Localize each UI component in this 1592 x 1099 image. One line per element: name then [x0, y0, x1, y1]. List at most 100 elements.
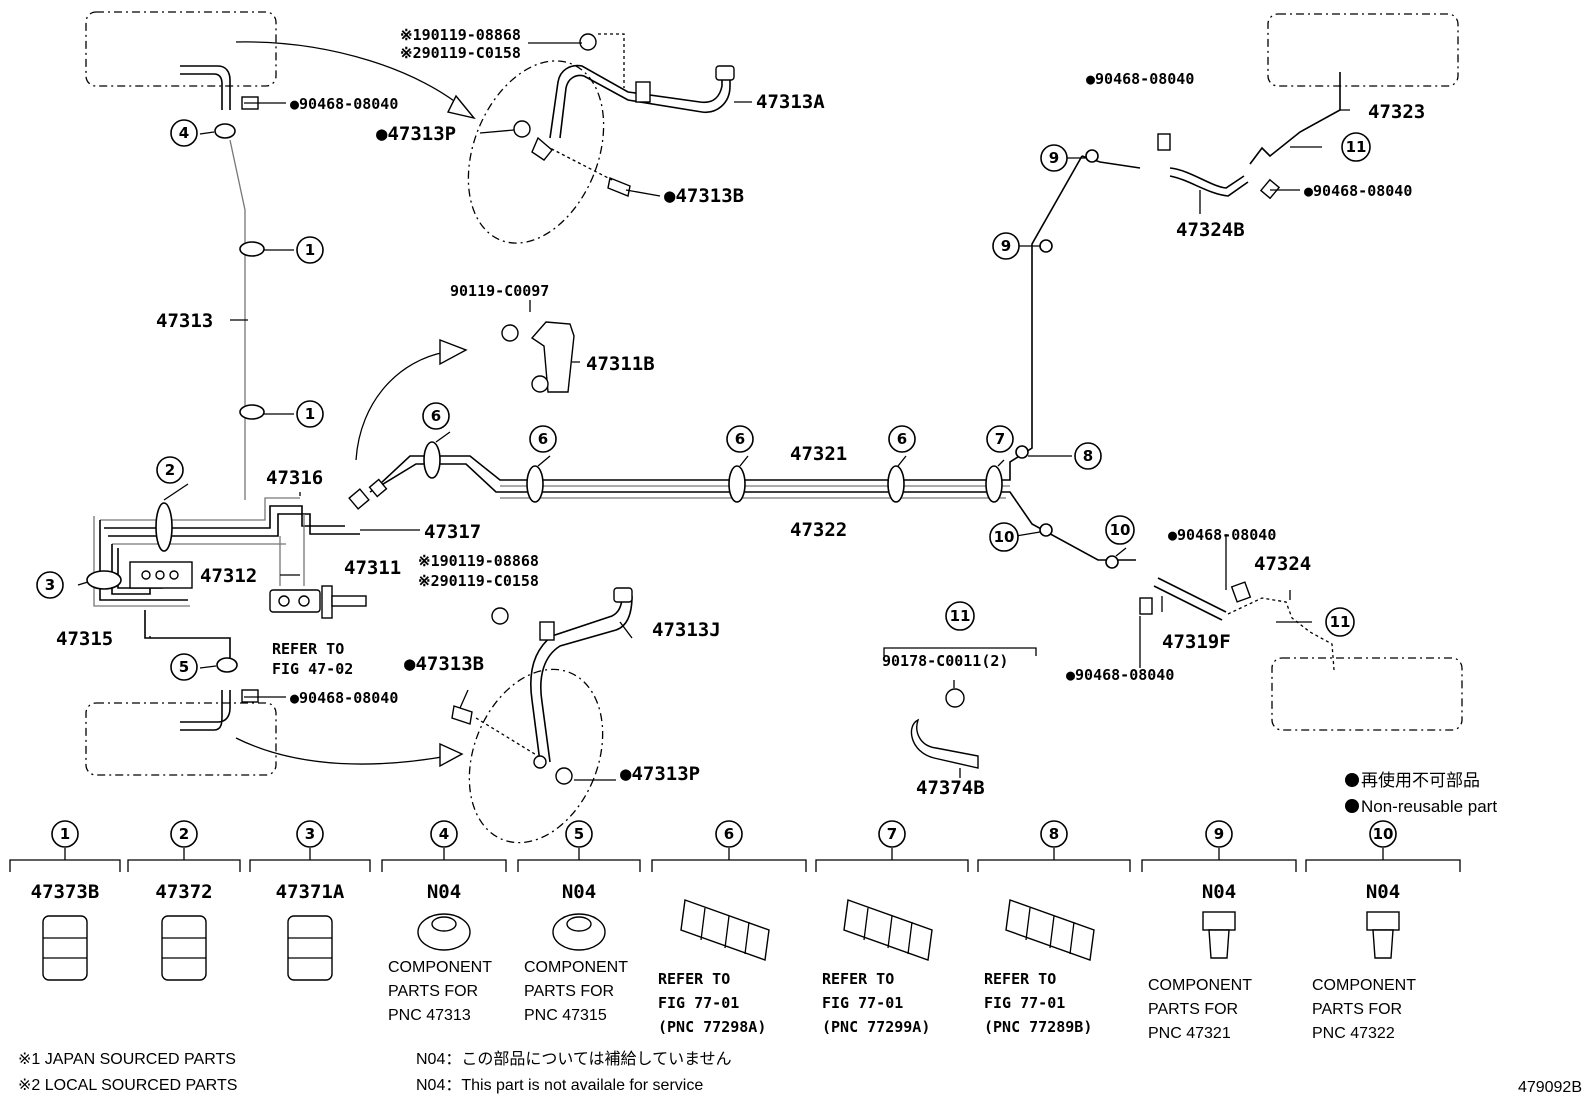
component-bracket — [1305, 848, 1461, 872]
arrow-bottom-head — [439, 742, 464, 768]
callout-9b: 9 — [992, 232, 1020, 260]
component-title: N04 — [1202, 881, 1236, 903]
lead-dash-bot — [475, 717, 539, 757]
component-text: PARTS FOR — [524, 983, 614, 1000]
label-47322: 47322 — [790, 519, 847, 541]
clamp-icon-lines — [43, 937, 87, 959]
grommet-icon-top — [431, 916, 457, 932]
tube-bundle-6 — [93, 516, 190, 607]
svg-text:9: 9 — [1049, 149, 1059, 167]
svg-text:1: 1 — [305, 405, 315, 423]
hose-end-47313J — [613, 587, 633, 603]
label-19011908868-bot: ※190119-08868 — [418, 552, 539, 570]
component-text: REFER TO — [822, 970, 894, 988]
component-callout — [1369, 820, 1397, 848]
clip-90468-bl — [241, 689, 259, 703]
legend-en: ● Non-reusable part — [1346, 797, 1497, 816]
clamp-4 — [214, 123, 236, 139]
label-47311: 47311 — [344, 557, 401, 579]
callout-5: 5 — [170, 653, 198, 681]
clip-icon — [1202, 911, 1236, 931]
bracket-top — [635, 81, 651, 103]
label-90468-r2: ●90468-08040 — [1066, 666, 1174, 684]
label-refer-2: FIG 47-02 — [272, 660, 353, 678]
clip-icon-stem — [1208, 929, 1230, 959]
note-jp: N04：この部品については補給していません — [416, 1050, 732, 1068]
union-47317 — [348, 488, 370, 510]
multi-clamp-icon — [843, 899, 933, 961]
component-callout — [715, 820, 743, 848]
component-text: FIG 77-01 — [822, 994, 903, 1012]
label-47323: 47323 — [1368, 101, 1425, 123]
label-47321: 47321 — [790, 443, 847, 465]
component-callout-number: 9 — [1214, 825, 1224, 843]
hose-47319F — [1157, 577, 1227, 613]
component-callout — [565, 820, 593, 848]
clamp-7 — [985, 465, 1003, 503]
clip-90468-r2 — [1139, 597, 1153, 615]
callout-2: 2 — [156, 456, 184, 484]
tube-47315 — [144, 610, 231, 662]
bolt-19011908868-bot — [491, 607, 509, 625]
svg-text:8: 8 — [1083, 447, 1093, 465]
tube-bundle-1 — [100, 497, 300, 521]
svg-text:2: 2 — [165, 461, 175, 479]
callout-6d: 6 — [888, 425, 916, 453]
component-text: REFER TO — [658, 970, 730, 988]
clamp-icon — [161, 915, 207, 981]
bracket-47311B-bolt2 — [531, 375, 549, 393]
label-47324: 47324 — [1254, 553, 1311, 575]
component-callout-number: 1 — [60, 825, 70, 843]
component-text: (PNC 77298A) — [658, 1018, 766, 1036]
component-callout-number: 4 — [439, 825, 449, 843]
clamp-6-d — [887, 465, 905, 503]
mc-port-2 — [298, 595, 310, 607]
multi-clamp-icon-lines — [863, 907, 913, 955]
component-text: FIG 77-01 — [658, 994, 739, 1012]
clamp-icon-lines — [162, 937, 206, 959]
grommet-icon — [552, 913, 606, 951]
multi-clamp-icon-lines — [700, 907, 750, 955]
callouts-group: 1 1 2 3 4 5 6 6 6 6 7 8 9 9 10 10 11 11 … — [36, 119, 1371, 681]
label-19011908868-top: ※190119-08868 — [400, 26, 521, 44]
component-text: PNC 47322 — [1312, 1025, 1395, 1042]
component-bracket — [1141, 848, 1297, 872]
component-text: PARTS FOR — [388, 983, 478, 1000]
frame-top-right — [1267, 13, 1459, 87]
clamp-10-b — [1105, 555, 1119, 569]
caliper-top — [531, 136, 553, 161]
component-callout — [1205, 820, 1233, 848]
component-text: COMPONENT — [1312, 977, 1416, 994]
label-47313P-top: ●47313P — [376, 123, 456, 145]
svg-text:11: 11 — [1330, 613, 1351, 631]
component-callout — [51, 820, 79, 848]
component-callout — [878, 820, 906, 848]
svg-text:6: 6 — [538, 430, 548, 448]
tube-47323 — [1249, 72, 1341, 165]
mc-rod — [331, 595, 367, 607]
label-47313P-bot: ●47313P — [620, 763, 700, 785]
nut-90178 — [945, 688, 965, 708]
component-text: PARTS FOR — [1312, 1001, 1402, 1018]
component-callout-number: 7 — [887, 825, 897, 843]
bracket-11 — [883, 647, 1037, 656]
clamp-5 — [216, 657, 238, 673]
lead-dash-top — [598, 33, 625, 88]
frame-wheel-bottom — [468, 668, 604, 844]
clamp-9-b — [1039, 239, 1053, 253]
clamp-icon-lines — [288, 937, 332, 959]
component-text: REFER TO — [984, 970, 1056, 988]
arrow-top-head — [446, 94, 476, 120]
tube-47322 — [369, 463, 1136, 561]
tube-inlet-top-2 — [180, 73, 223, 110]
bolt-47313P-top — [513, 120, 531, 138]
component-callout — [170, 820, 198, 848]
label-90468-tr1: ●90468-08040 — [1086, 70, 1194, 88]
clip-90468-tr2 — [1259, 178, 1281, 200]
callout-4: 4 — [170, 119, 198, 147]
label-90468-bl: ●90468-08040 — [290, 689, 398, 707]
